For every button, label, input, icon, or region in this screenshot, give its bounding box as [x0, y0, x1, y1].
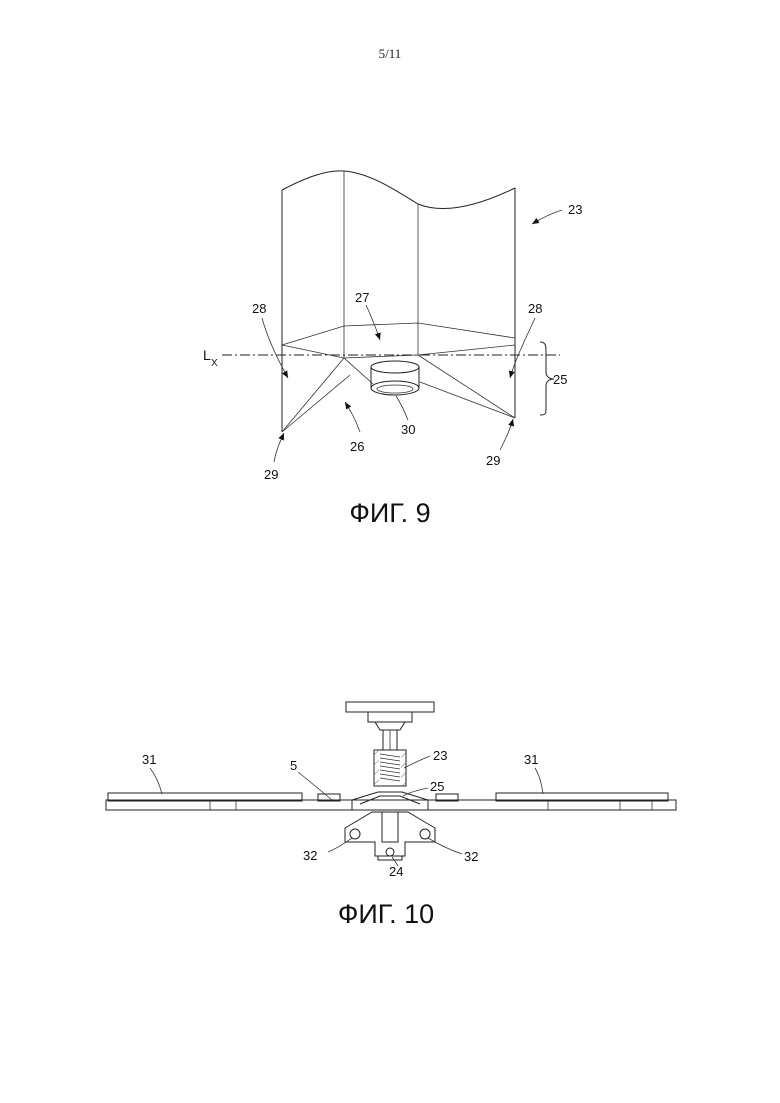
fig10-ball-right [420, 829, 430, 839]
fig10-center-dip [352, 792, 428, 810]
fig9-bottom-facet-left-inner [282, 375, 350, 432]
fig9-label-28-left: 28 [252, 301, 266, 316]
fig9-caption: ФИГ. 9 [349, 498, 430, 528]
fig9-label-29-left: 29 [264, 467, 278, 482]
fig10-leader-31-left [150, 768, 162, 794]
fig10-flange-boss [368, 712, 412, 722]
fig10-bottom-body [345, 812, 435, 856]
fig9-leader-29-left [274, 433, 284, 462]
fig9-collar-top [282, 323, 515, 345]
fig10-ball-left [350, 829, 360, 839]
fig9-wavy-top-edge [282, 171, 515, 209]
fig9-label-lx-sub: X [211, 358, 218, 369]
fig10-ball-bottom [386, 848, 394, 856]
fig9-leader-30 [396, 396, 408, 420]
fig9-collar-bottom [282, 345, 515, 358]
fig10-label-32-right: 32 [464, 849, 478, 864]
fig9-label-27: 27 [355, 290, 369, 305]
fig10-label-31-left: 31 [142, 752, 156, 767]
fig9-label-25: 25 [553, 372, 567, 387]
fig10-leader-31-right [535, 768, 543, 794]
fig9-cylinder [371, 361, 419, 395]
fig9-leader-26 [345, 402, 360, 432]
fig10-caption: ФИГ. 10 [338, 899, 434, 929]
fig9-label-23: 23 [568, 202, 582, 217]
fig9-leader-29-right [500, 419, 513, 450]
fig10-leader-23 [404, 756, 430, 768]
fig9-leader-28-right [510, 318, 535, 378]
fig10-leader-32-left [328, 838, 352, 852]
fig10-leader-32-right [428, 838, 462, 854]
fig9-label-28-right: 28 [528, 301, 542, 316]
fig9-leader-28-left [262, 318, 288, 378]
fig10-label-5: 5 [290, 758, 297, 773]
fig10-label-23: 23 [433, 748, 447, 763]
fig9-label-lx: L [203, 347, 211, 363]
fig10-label-31-right: 31 [524, 752, 538, 767]
fig10-top-flange [346, 702, 434, 712]
fig10-drawing [106, 702, 676, 866]
fig9-leader-23 [532, 210, 562, 224]
fig10-flange-neck [375, 722, 405, 730]
fig9-label-30: 30 [401, 422, 415, 437]
fig9-drawing [222, 171, 562, 462]
fig9-label-26: 26 [350, 439, 364, 454]
fig10-spring [380, 754, 400, 781]
fig9-label-29-right: 29 [486, 453, 500, 468]
fig10-label-24: 24 [389, 864, 403, 879]
fig10-leader-5 [298, 772, 332, 800]
fig9-brace-25 [540, 342, 554, 415]
fig10-label-25: 25 [430, 779, 444, 794]
fig9-leader-27 [366, 305, 380, 340]
fig10-label-32-left: 32 [303, 848, 317, 863]
fig10-leader-25 [403, 788, 428, 796]
